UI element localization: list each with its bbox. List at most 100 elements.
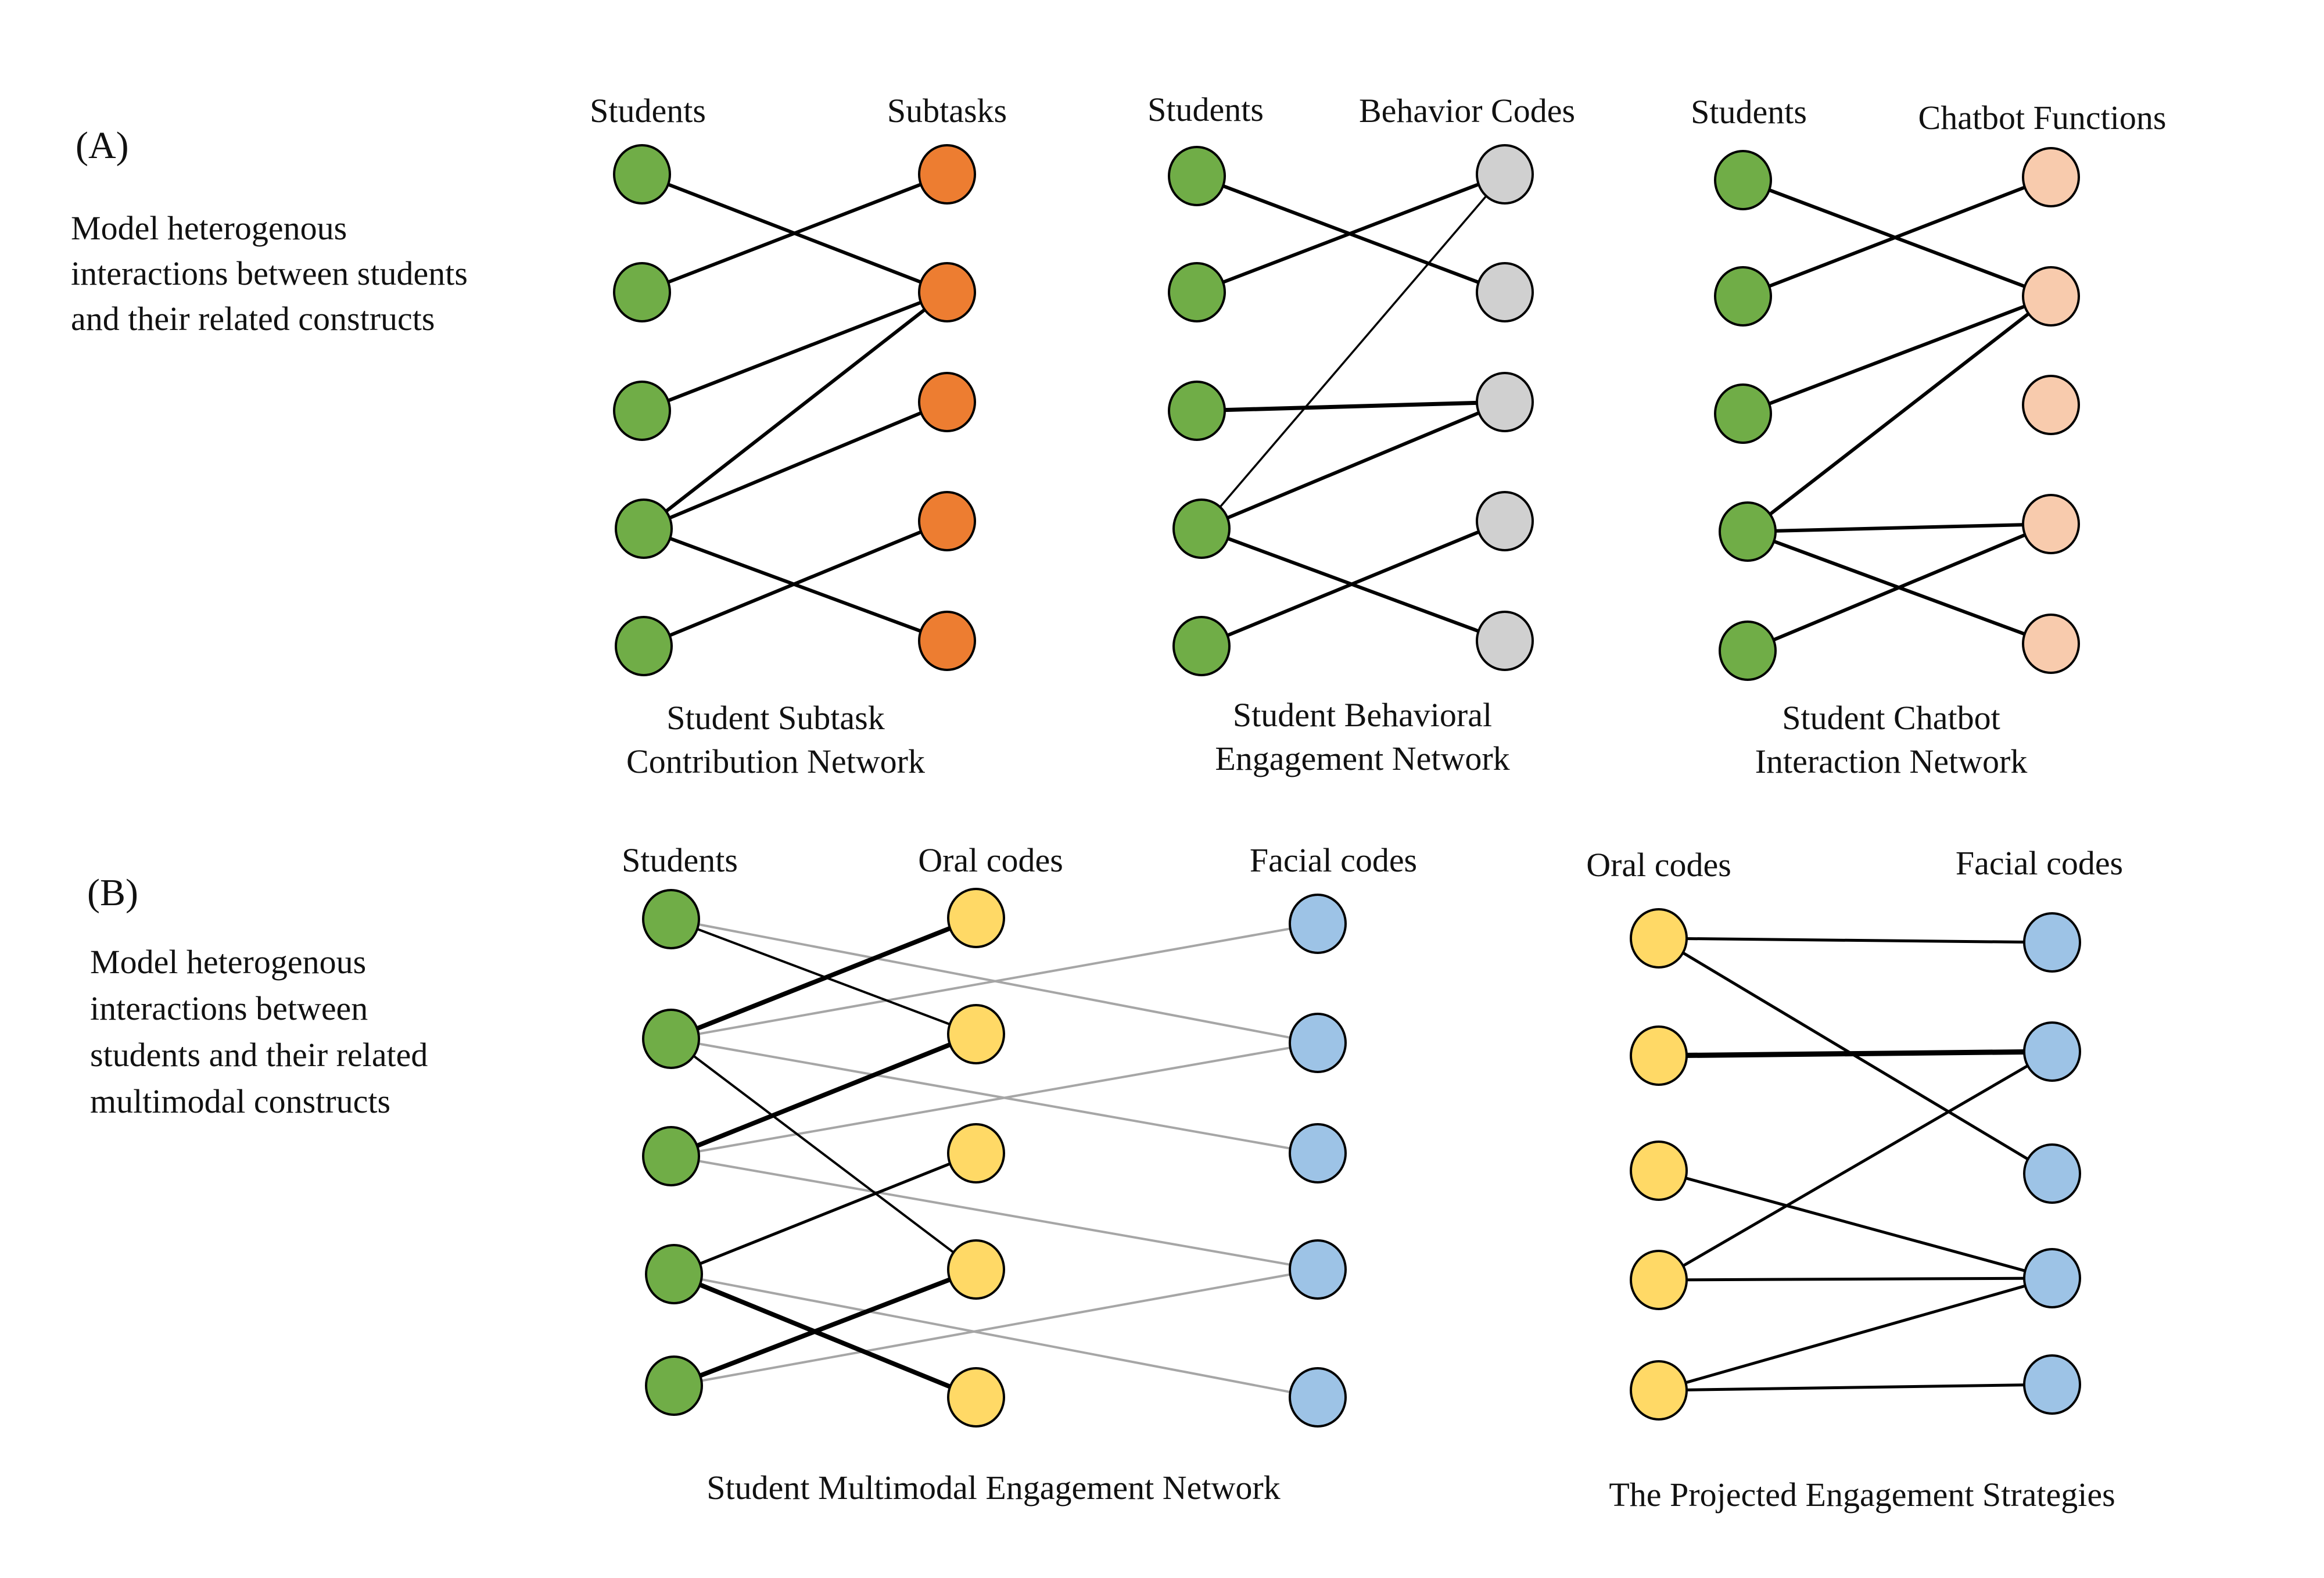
subtask-right-node-1 [918, 144, 976, 205]
projection-facial-header: Facial codes [1956, 844, 2123, 882]
multimodal-edges [670, 916, 1318, 1400]
behavior-edge-2-2 [1196, 400, 1505, 413]
chatbot-edge-4-3 [1746, 522, 2052, 652]
subtask-right-node-2 [918, 262, 976, 322]
behavior-right-node-4 [1476, 491, 1534, 551]
chatbot-functions-header: Chatbot Functions [1918, 99, 2167, 137]
behavior-edge-4-3 [1200, 519, 1506, 648]
projection-left-node-3 [1630, 1141, 1688, 1201]
behavior-left-node-2 [1168, 262, 1226, 322]
multimodal-facial-header: Facial codes [1250, 841, 1417, 879]
subtask-edge-1-0 [641, 173, 948, 294]
projection-left-node-4 [1630, 1250, 1688, 1310]
multimodal-oral-edge-1-0 [670, 916, 977, 1041]
multimodal-student-node-5 [645, 1355, 703, 1416]
chatbot-right-node-2 [2022, 266, 2080, 327]
projection-edge-4-4 [1658, 1383, 2053, 1392]
multimodal-caption: Student Multimodal Engagement Network [706, 1469, 1280, 1507]
behavior-codes-header: Behavior Codes [1359, 92, 1575, 130]
subtask-network [613, 144, 976, 676]
subtask-left-node-4 [615, 498, 673, 559]
behavior-caption-line-2: Engagement Network [1215, 740, 1509, 777]
chatbot-edge-3-3 [1747, 522, 2052, 533]
projection-left-node-1 [1630, 908, 1688, 969]
multimodal-network [642, 888, 1347, 1428]
projection-right-node-1 [2023, 912, 2081, 973]
subtask-caption-line-1: Student Subtask [666, 699, 884, 737]
panel-b-description-line-2: interactions between [90, 989, 368, 1027]
behavior-students-header: Students [1147, 91, 1264, 128]
chatbot-right-node-4 [2022, 494, 2080, 554]
subtask-edge-3-2 [643, 400, 948, 530]
panel-a-label: (A) [76, 124, 129, 167]
behavior-edge-1-0 [1196, 173, 1506, 294]
chatbot-caption-line-1: Student Chatbot [1782, 699, 2000, 737]
subtask-students-header: Students [590, 92, 706, 130]
panel-b-label: (B) [87, 872, 138, 914]
projection-right-node-2 [2023, 1021, 2081, 1082]
chatbot-edge-2-1 [1742, 295, 2052, 415]
subtask-left-node-1 [613, 144, 671, 205]
panel-b-description-line-1: Model heterogenous [90, 943, 366, 981]
multimodal-facial-edge-3-4 [673, 1273, 1318, 1398]
subtask-edge-2-1 [641, 291, 948, 413]
multimodal-oral-node-1 [947, 888, 1005, 948]
multimodal-oral-node-2 [947, 1004, 1005, 1064]
projection-edge-3-3 [1658, 1276, 2053, 1282]
subtask-right-node-3 [918, 372, 976, 432]
behavior-left-node-3 [1168, 381, 1226, 441]
behavior-left-node-1 [1168, 146, 1226, 206]
multimodal-facial-edge-2-3 [670, 1155, 1318, 1271]
chatbot-edges [1742, 175, 2052, 652]
behavior-edge-3-0 [1200, 173, 1506, 530]
panel-a-description-line-2: interactions between students [71, 254, 468, 292]
multimodal-student-node-3 [642, 1126, 700, 1186]
subtask-nodes [613, 144, 976, 676]
projection-right-node-3 [2023, 1143, 2081, 1204]
projection-left-node-2 [1630, 1025, 1688, 1086]
behavior-nodes [1168, 144, 1534, 676]
projection-edges [1658, 937, 2053, 1392]
projection-nodes [1630, 908, 2081, 1421]
chatbot-students-header: Students [1691, 93, 1807, 131]
behavior-left-node-4 [1172, 498, 1231, 559]
projection-edge-4-3 [1658, 1276, 2053, 1392]
projection-edge-3-1 [1658, 1050, 2053, 1282]
multimodal-oral-header: Oral codes [918, 841, 1063, 879]
multimodal-facial-node-1 [1289, 894, 1347, 954]
subtask-left-node-2 [613, 262, 671, 322]
behavior-right-node-2 [1476, 262, 1534, 322]
chatbot-left-node-5 [1719, 621, 1777, 681]
behavior-left-node-5 [1172, 616, 1231, 676]
multimodal-oral-node-5 [947, 1367, 1005, 1428]
projection-edge-2-3 [1658, 1169, 2053, 1280]
multimodal-student-node-2 [642, 1009, 700, 1069]
projection-edge-0-0 [1658, 937, 2053, 944]
projection-right-node-4 [2023, 1248, 2081, 1308]
multimodal-facial-node-2 [1289, 1013, 1347, 1073]
multimodal-oral-edge-3-2 [673, 1152, 977, 1276]
subtask-subtasks-header: Subtasks [887, 92, 1007, 130]
multimodal-oral-edge-1-3 [670, 1038, 977, 1271]
multimodal-nodes [642, 888, 1347, 1428]
panel-b-description-line-3: students and their related [90, 1036, 428, 1074]
multimodal-oral-node-3 [947, 1123, 1005, 1184]
chatbot-left-node-3 [1714, 383, 1772, 444]
panel-a-description-line-1: Model heterogenous [71, 209, 347, 247]
behavior-right-node-5 [1476, 611, 1534, 671]
projection-network [1630, 908, 2081, 1421]
behavior-edge-3-2 [1200, 400, 1506, 530]
subtask-right-node-5 [918, 611, 976, 671]
multimodal-facial-node-5 [1289, 1367, 1347, 1428]
projection-caption: The Projected Engagement Strategies [1609, 1476, 2115, 1514]
projection-right-node-5 [2023, 1354, 2081, 1415]
subtask-edge-3-1 [643, 291, 948, 530]
projection-edge-1-1 [1658, 1049, 2053, 1059]
projection-oral-header: Oral codes [1586, 846, 1731, 884]
panel-b-description-line-4: multimodal constructs [90, 1082, 390, 1120]
chatbot-nodes [1714, 147, 2080, 681]
chatbot-edge-1-0 [1742, 175, 2052, 298]
chatbot-network [1714, 147, 2080, 681]
